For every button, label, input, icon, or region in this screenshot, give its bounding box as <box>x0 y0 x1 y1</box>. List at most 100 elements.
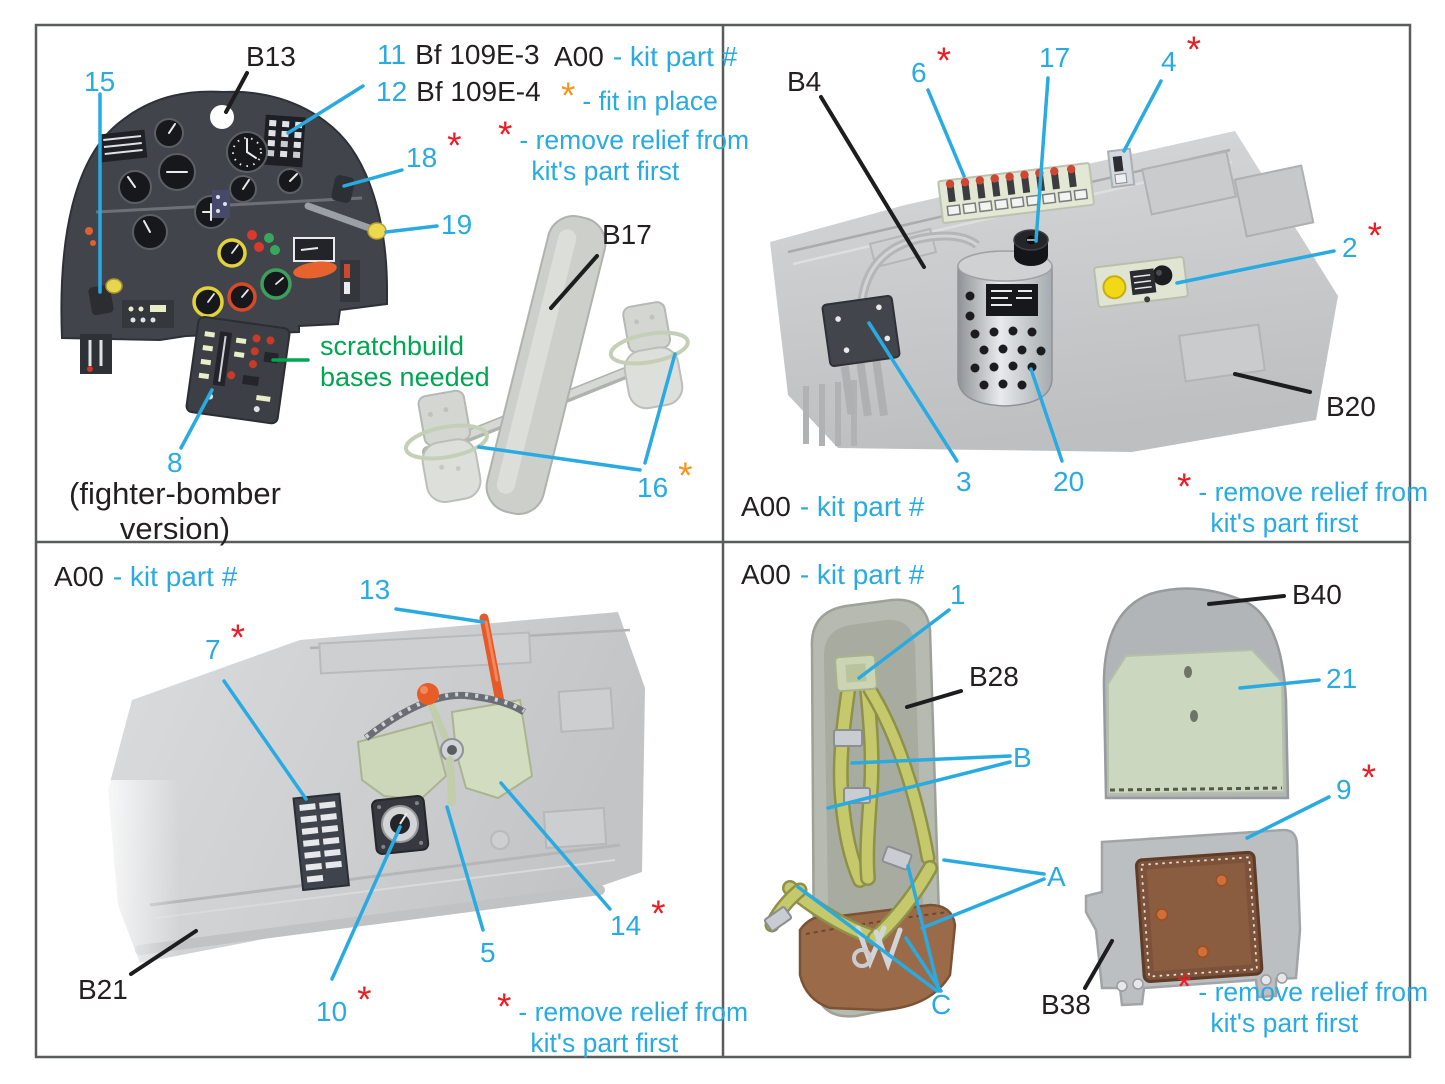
part-label-b38: B38 <box>1041 989 1091 1020</box>
remove-relief-marker: * <box>1177 966 1192 1007</box>
variant-name-e4: Bf 109E-4 <box>416 76 541 107</box>
kit-code-label: - kit part # <box>799 559 925 590</box>
callout-19: 19 <box>441 209 473 240</box>
part-label-b21: B21 <box>78 974 128 1005</box>
callout-18-number: 18 <box>406 142 438 173</box>
remove-relief-marker: * <box>357 979 372 1020</box>
callout-7-number: 7 <box>205 634 221 665</box>
kit-code-label: - kit part # <box>112 561 238 592</box>
remove-relief-line2: kit's part first <box>1210 508 1359 539</box>
callout-5: 5 <box>480 937 496 968</box>
art-part-10 <box>371 795 430 855</box>
callout-21: 21 <box>1326 663 1358 694</box>
art-sidewall-b20 <box>770 131 1338 452</box>
remove-relief-marker: * <box>447 125 462 166</box>
note-fighter-bomber-line2: version) <box>119 511 231 547</box>
callout-16: 16 * <box>637 457 693 504</box>
callout-10: 10 * <box>316 981 372 1028</box>
legend-remove-relief-tr: * - remove relief from kit's part first <box>1176 468 1429 540</box>
remove-relief-marker: * <box>651 893 666 934</box>
callout-6-number: 6 <box>911 57 927 88</box>
callout-4-number: 4 <box>1161 46 1177 77</box>
kit-code: A00 <box>741 559 791 590</box>
kit-code-label: - kit part # <box>612 41 738 72</box>
callout-15: 15 <box>84 66 116 97</box>
callout-10-number: 10 <box>316 996 348 1027</box>
art-part-6 <box>937 162 1095 224</box>
part-label-b20: B20 <box>1326 391 1376 422</box>
kit-part-note-br: A00 - kit part # <box>741 559 924 591</box>
remove-relief-marker: * <box>1367 215 1382 256</box>
callout-4: 4 * <box>1161 31 1201 78</box>
part-label-b40: B40 <box>1292 579 1342 610</box>
remove-relief-marker: * <box>936 40 951 81</box>
kit-part-note-tl: A00 - kit part # <box>554 41 737 73</box>
legend-remove-relief-br: * - remove relief from kit's part first <box>1176 968 1428 1040</box>
art-bracket-b38 <box>1084 828 1302 1007</box>
art-sidewall-b21 <box>100 612 645 970</box>
part-label-b4: B4 <box>787 66 822 97</box>
art-console-8 <box>185 315 291 425</box>
callout-letter-b: B <box>1013 742 1032 773</box>
kit-code: A00 <box>741 491 791 522</box>
sheet-frame <box>34 23 1412 1059</box>
remove-relief-marker: * <box>498 114 513 155</box>
fit-in-place-marker: * <box>678 455 693 496</box>
callout-2-number: 2 <box>1342 232 1358 263</box>
legend-remove-relief-bl: * - remove relief from kit's part first <box>496 988 749 1060</box>
remove-relief-marker: * <box>1177 466 1192 507</box>
kit-part-note-tr: A00 - kit part # <box>741 491 924 523</box>
callout-11: 11 <box>377 39 407 70</box>
remove-relief-line1: - remove relief from <box>1198 477 1429 507</box>
art-part-2 <box>1093 256 1189 308</box>
part-label-b28: B28 <box>969 661 1019 692</box>
art-seatback-b40 <box>1102 587 1290 800</box>
remove-relief-line2: kit's part first <box>531 156 680 187</box>
callout-2: 2 * <box>1342 217 1382 264</box>
fit-in-place-marker: * <box>561 75 576 116</box>
part-label-b17: B17 <box>602 219 652 250</box>
remove-relief-marker: * <box>1186 29 1201 70</box>
note-scratchbuild-line2: bases needed <box>320 362 490 393</box>
callout-12-row: 12 Bf 109E-4 <box>376 76 541 108</box>
art-part-9 <box>1134 850 1264 983</box>
kit-code: A00 <box>54 561 104 592</box>
kit-part-note-bl: A00 - kit part # <box>54 561 237 593</box>
callout-7: 7 * <box>205 619 245 666</box>
art-part-4 <box>1106 147 1136 189</box>
art-part-7 <box>292 792 350 892</box>
part-label-b13: B13 <box>246 41 296 72</box>
kit-code: A00 <box>554 41 604 72</box>
callout-letter-c: C <box>931 989 952 1020</box>
callout-12: 12 <box>376 76 408 107</box>
callout-20: 20 <box>1053 466 1085 497</box>
callout-3: 3 <box>956 466 972 497</box>
variant-name-e3: Bf 109E-3 <box>415 39 540 70</box>
leader-lines-black <box>129 71 1312 990</box>
note-fighter-bomber: (fighter-bomber version) <box>55 476 295 546</box>
callout-13: 13 <box>359 574 391 605</box>
legend-fit-in-place: * - fit in place <box>560 77 718 117</box>
leader-lines-cyan <box>98 76 1336 993</box>
callout-16-number: 16 <box>637 472 669 503</box>
remove-relief-marker: * <box>497 986 512 1027</box>
callout-14-number: 14 <box>610 910 642 941</box>
callout-1: 1 <box>950 579 966 610</box>
callout-18: 18 * <box>406 127 462 174</box>
callout-6: 6 * <box>911 42 951 89</box>
callout-letter-a: A <box>1047 861 1066 892</box>
remove-relief-line1: - remove relief from <box>518 997 749 1027</box>
callout-9-number: 9 <box>1336 774 1352 805</box>
remove-relief-line2: kit's part first <box>1210 1008 1359 1039</box>
note-scratchbuild: scratchbuild bases needed <box>320 331 490 394</box>
art-part-3 <box>821 294 901 417</box>
legend-remove-relief-tl: * - remove relief from kit's part first <box>497 116 750 188</box>
art-seat-b28 <box>763 598 957 1018</box>
fit-in-place-label: - fit in place <box>582 86 718 116</box>
remove-relief-line1: - remove relief from <box>519 125 750 155</box>
callout-8: 8 <box>167 447 183 478</box>
remove-relief-line2: kit's part first <box>530 1028 679 1059</box>
remove-relief-marker: * <box>1361 757 1376 798</box>
